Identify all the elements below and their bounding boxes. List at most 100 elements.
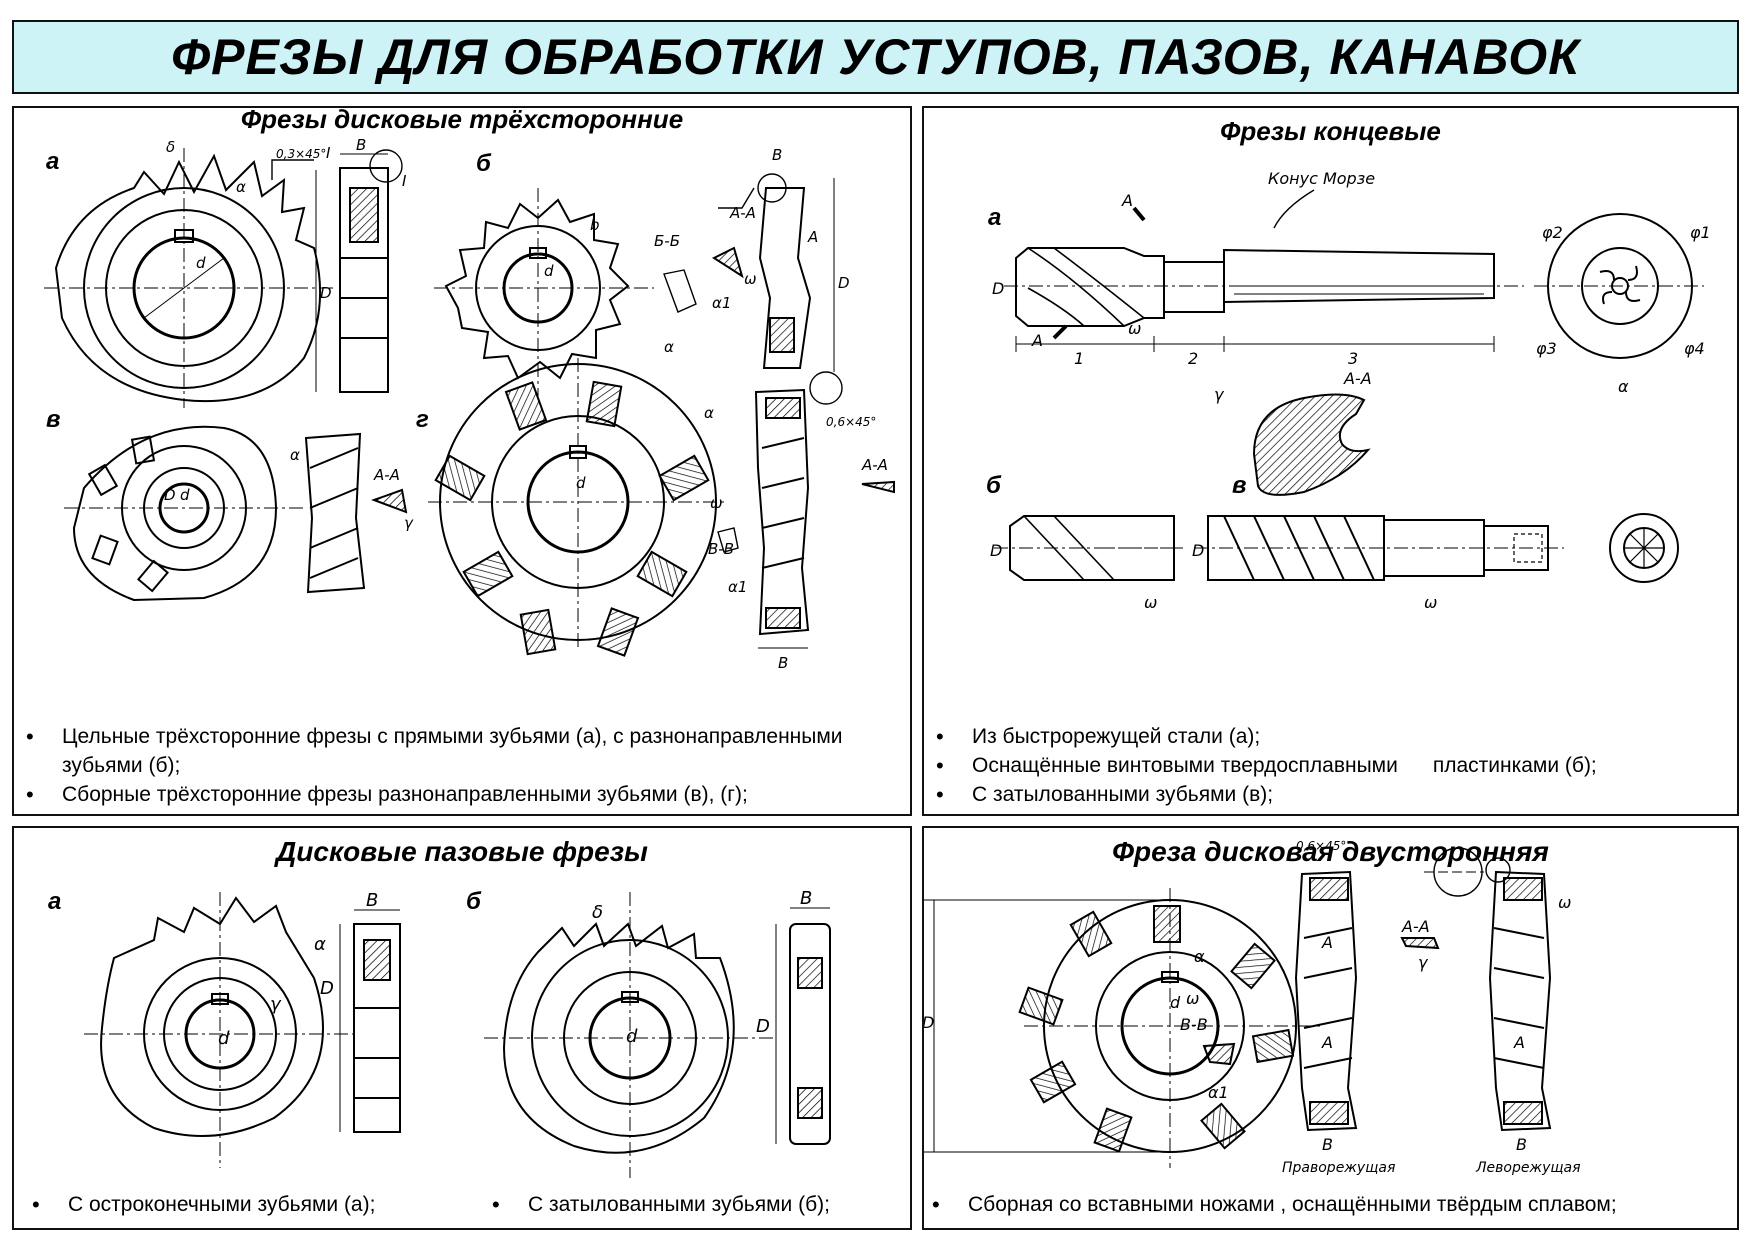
label-gamma: γ bbox=[1214, 385, 1225, 404]
label-phi1: φ1 bbox=[1690, 223, 1711, 242]
label-gamma-v: γ bbox=[404, 514, 414, 532]
figure-letter-a: а bbox=[48, 888, 62, 915]
label-B-r: B bbox=[1322, 1135, 1333, 1154]
label-VV: В-В bbox=[708, 540, 734, 558]
figure-letter-b: б bbox=[986, 472, 1001, 499]
panel-end-mills: Фрезы концевые а б в bbox=[922, 106, 1739, 816]
two-sided-left-side bbox=[1424, 847, 1552, 1132]
label-delta-b: δ bbox=[592, 902, 603, 923]
label-alpha-g: α bbox=[704, 404, 714, 422]
label-I-2: I bbox=[402, 172, 407, 190]
label-D: D bbox=[924, 1013, 934, 1032]
slot-cutter-b-side bbox=[775, 907, 831, 1145]
label-alpha1-g: α1 bbox=[728, 578, 747, 596]
label-n2: 2 bbox=[1188, 349, 1198, 368]
label-d-v: d bbox=[180, 486, 190, 504]
disc-cutter-b-side bbox=[663, 173, 835, 372]
end-mills-bullets: Из быстрорежущей стали (а); Оснащённые в… bbox=[932, 722, 1732, 809]
bullet-item: Оснащённые винтовыми твердосплавными пла… bbox=[932, 751, 1732, 780]
label-D: D bbox=[320, 284, 332, 302]
bullet-item: Сборные трёхсторонние фрезы разнонаправл… bbox=[22, 780, 902, 809]
label-AA-g: А-А bbox=[861, 456, 888, 474]
label-B-a: B bbox=[366, 890, 378, 911]
label-A-l: А bbox=[1513, 1033, 1525, 1052]
label-b: b bbox=[590, 216, 600, 234]
slot-cutter-b bbox=[484, 892, 774, 1178]
label-omega-g: ω bbox=[710, 494, 723, 512]
three-sided-bullets: Цельные трёхсторонние фрезы с прямыми зу… bbox=[22, 722, 902, 809]
panel-three-sided-cutters: Фрезы дисковые трёхсторонние а б в г bbox=[12, 104, 912, 816]
label-D: D bbox=[992, 279, 1004, 298]
figure-letter-b: б bbox=[476, 150, 491, 177]
label-AA-v: А-А bbox=[373, 466, 400, 484]
bullet-item: С остроконечными зубьями (а); bbox=[28, 1190, 448, 1219]
label-B: B bbox=[356, 136, 366, 154]
label-AA: А-А bbox=[1343, 369, 1372, 388]
three-sided-cutters-drawing: d D B α δ 0,3×45° I I d b Б-Б А-А B D А … bbox=[44, 136, 895, 672]
panel-heading: Фреза дисковая двусторонняя bbox=[1112, 836, 1549, 867]
label-d-b: d bbox=[544, 262, 554, 280]
figure-letter-v: в bbox=[46, 406, 61, 433]
label-phi3: φ3 bbox=[1536, 339, 1557, 358]
label-A-b: А bbox=[807, 228, 818, 246]
label-I: I bbox=[326, 144, 331, 162]
label-chamfer: 0,3×45° bbox=[276, 147, 326, 161]
bullet-item: С затылованными зубьями (б); bbox=[488, 1190, 908, 1219]
two-sided-disc bbox=[924, 888, 1324, 1168]
label-right-hand: Праворежущая bbox=[1282, 1160, 1395, 1176]
figure-letter-a: а bbox=[46, 148, 60, 175]
two-sided-cutter-drawing: 0,6×45° d D α ω В-В α1 А-А γ ω А А А B B… bbox=[924, 839, 1581, 1176]
two-sided-right-side bbox=[1294, 870, 1358, 1132]
label-D-a: D bbox=[320, 978, 334, 999]
label-left-hand: Леворежущая bbox=[1475, 1160, 1581, 1176]
slot-cutter-a bbox=[84, 892, 354, 1168]
label-BB: Б-Б bbox=[654, 232, 680, 250]
end-mill-a-front bbox=[1534, 213, 1704, 359]
end-mill-v-front bbox=[1609, 513, 1679, 583]
label-d-g: d bbox=[576, 474, 586, 492]
label-phi4: φ4 bbox=[1684, 339, 1705, 358]
label-chamfer2: 0,6×45° bbox=[826, 415, 876, 429]
disc-cutter-g-side bbox=[717, 371, 895, 649]
figure-letter-g: г bbox=[416, 406, 429, 433]
label-A: А bbox=[1121, 191, 1133, 210]
end-mill-a bbox=[1004, 189, 1524, 352]
label-omega-v: ω bbox=[1424, 593, 1437, 612]
label-gamma: γ bbox=[1418, 953, 1429, 972]
label-AA: А-А bbox=[1401, 917, 1430, 936]
label-D-b: D bbox=[990, 541, 1002, 560]
figure-letter-v: в bbox=[1232, 472, 1247, 499]
figure-letter-a: а bbox=[988, 204, 1002, 231]
disc-cutter-a-side bbox=[271, 149, 403, 393]
disc-cutter-v-side bbox=[304, 432, 408, 594]
bullet-item: Сборная со вставными ножами , оснащённым… bbox=[928, 1190, 1738, 1219]
label-A-r: А bbox=[1321, 933, 1333, 952]
bullet-item: Из быстрорежущей стали (а); bbox=[932, 722, 1732, 751]
slot-bullets-a: С остроконечными зубьями (а); bbox=[28, 1190, 448, 1219]
bullet-item: Цельные трёхсторонние фрезы с прямыми зу… bbox=[22, 722, 902, 780]
label-delta: δ bbox=[166, 138, 175, 156]
label-morse: Конус Морзе bbox=[1268, 169, 1375, 188]
label-alpha-a: α bbox=[314, 934, 326, 955]
label-alpha: α bbox=[1618, 377, 1629, 396]
label-B-g: B bbox=[778, 654, 788, 672]
label-d-b: d bbox=[626, 1026, 638, 1047]
label-B-b: B bbox=[772, 146, 782, 164]
label-phi2: φ2 bbox=[1542, 223, 1563, 242]
label-AA: А-А bbox=[729, 204, 756, 222]
label-gamma-a: γ bbox=[270, 994, 282, 1015]
label-A-r2: А bbox=[1321, 1033, 1333, 1052]
end-mills-drawing: Конус Морзе А А D ω 1 2 3 А-А γ φ2 φ1 φ3… bbox=[990, 169, 1711, 612]
label-alpha: α bbox=[236, 178, 246, 196]
label-omega-2: ω bbox=[1558, 893, 1571, 912]
panel-heading: Дисковые пазовые фрезы bbox=[276, 836, 648, 867]
poster-title: ФРЕЗЫ ДЛЯ ОБРАБОТКИ УСТУПОВ, ПАЗОВ, КАНА… bbox=[171, 29, 1580, 85]
label-alpha-v: α bbox=[290, 446, 300, 464]
slot-bullets-b: С затылованными зубьями (б); bbox=[488, 1190, 908, 1219]
bullet-item: С затылованными зубьями (в); bbox=[932, 780, 1732, 809]
label-d: d bbox=[196, 254, 206, 272]
label-omega: ω bbox=[1128, 319, 1141, 338]
disc-cutter-v bbox=[64, 425, 304, 602]
label-D-b: D bbox=[838, 274, 850, 292]
label-B-l: B bbox=[1516, 1135, 1527, 1154]
